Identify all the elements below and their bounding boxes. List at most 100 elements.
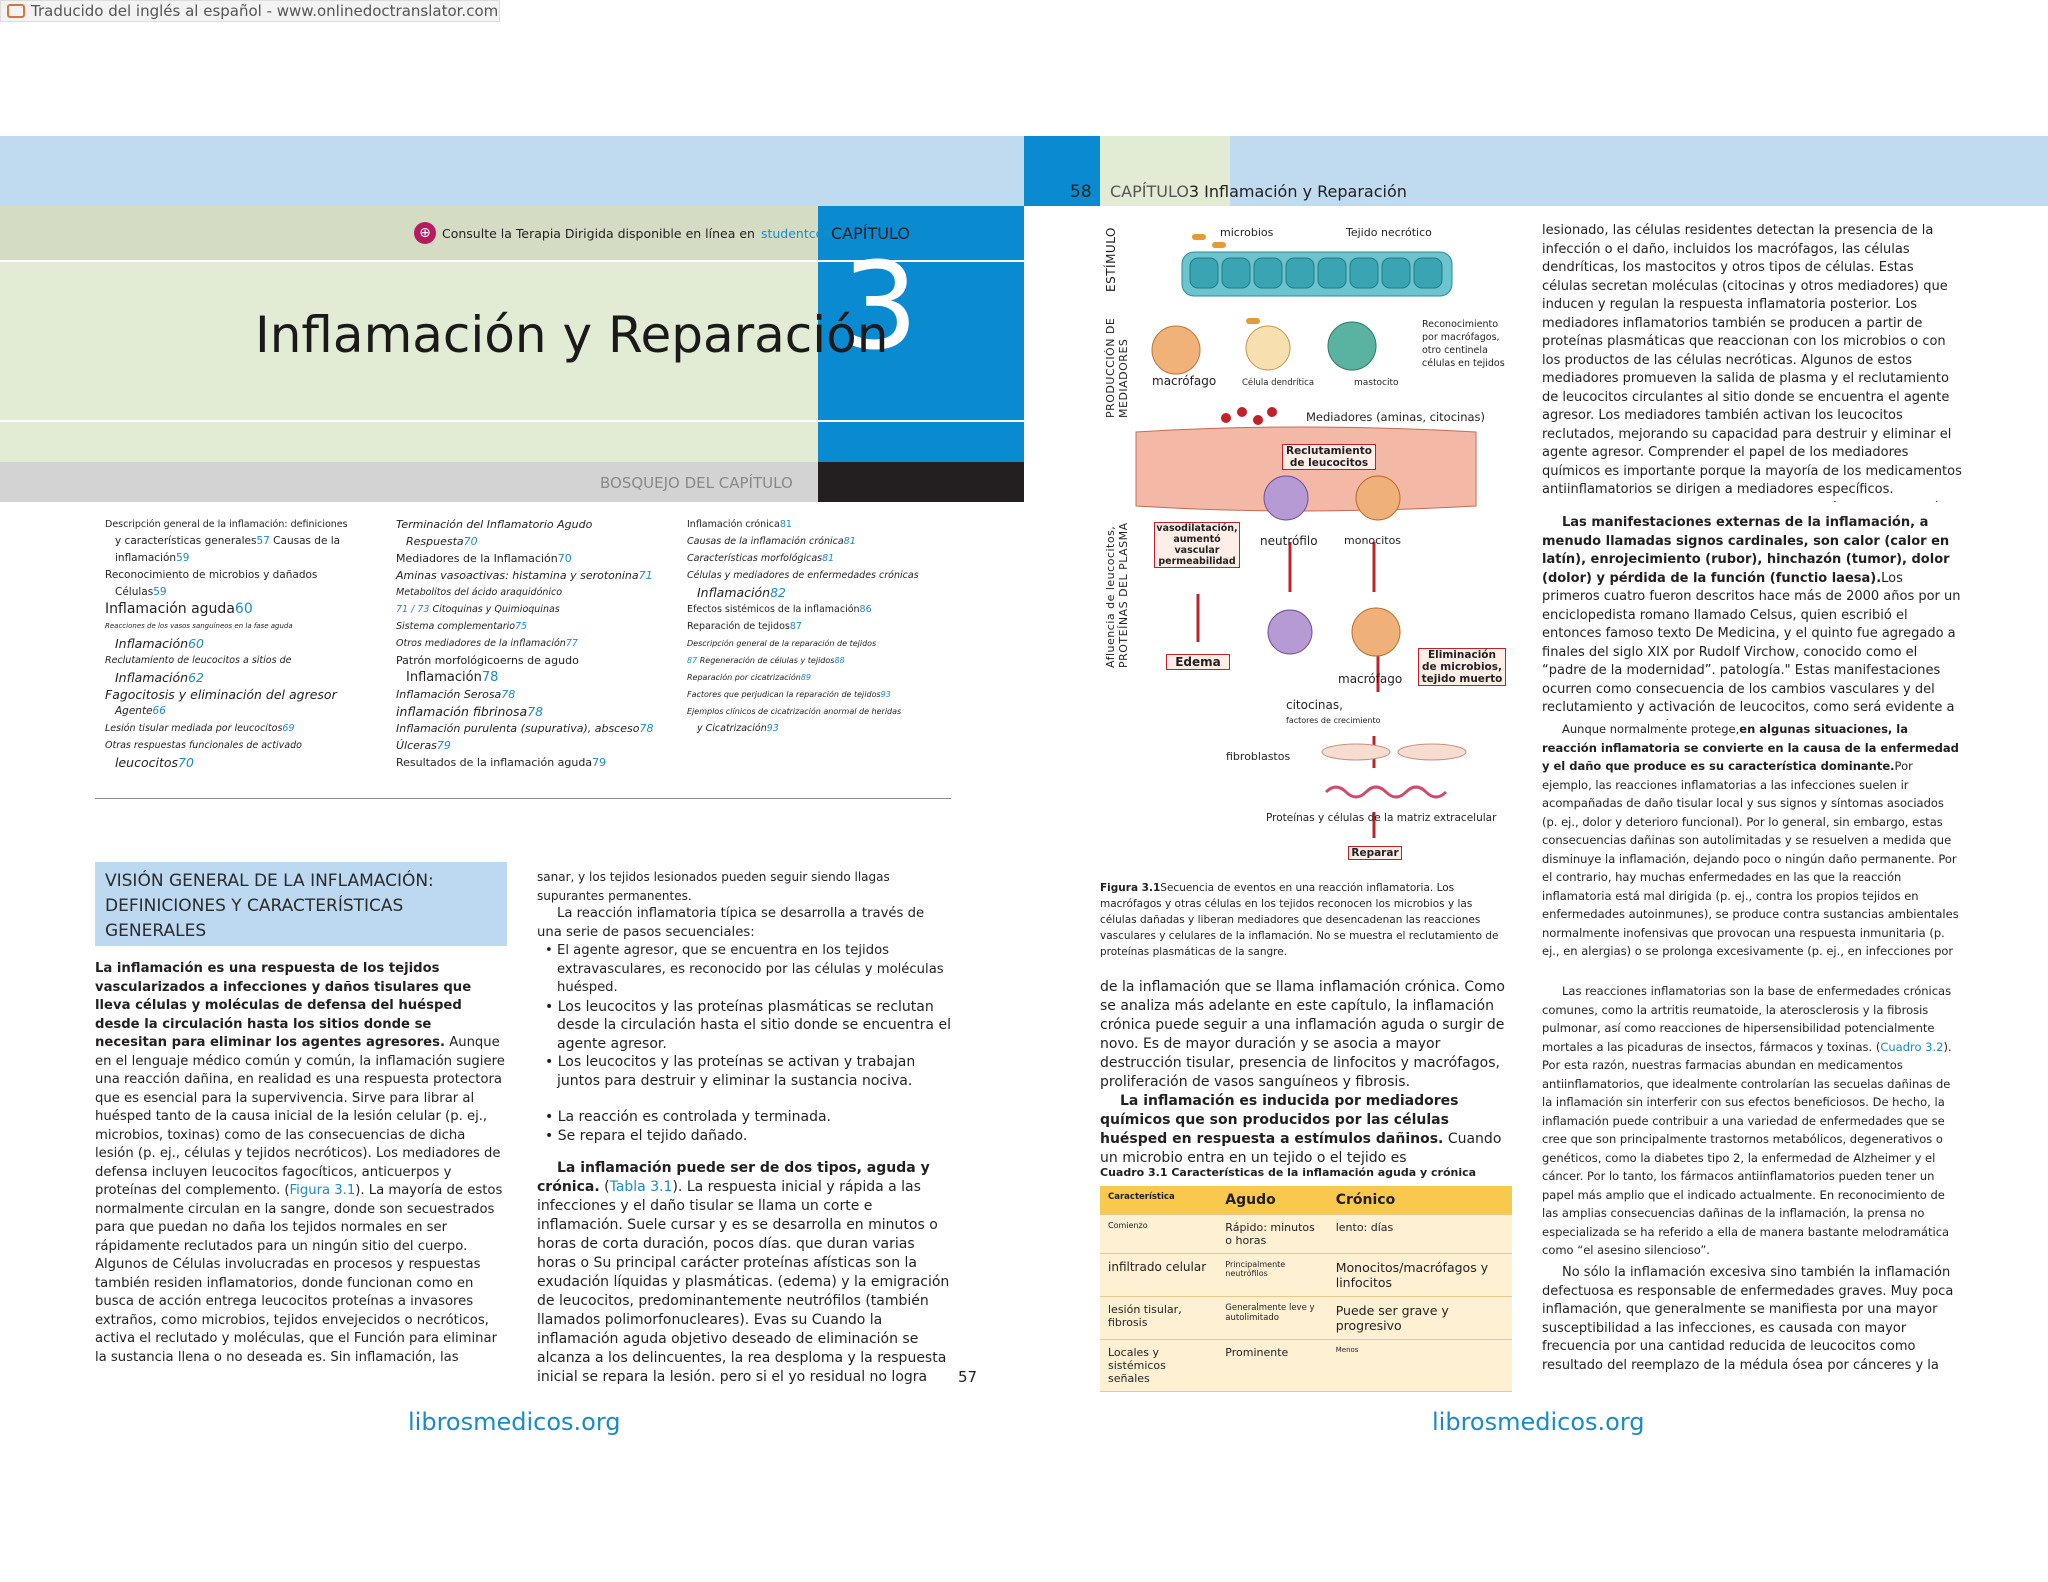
label-citocinas: citocinas,: [1286, 698, 1343, 712]
outline-item[interactable]: Mediadores de la Inflamación70: [396, 552, 572, 565]
outline-item[interactable]: Reconocimiento de microbios y dañados: [105, 569, 318, 581]
paragraph: Las reacciones inflamatorias son la base…: [1542, 984, 1952, 1257]
mid-body: sanar, y los tejidos lesionados pueden s…: [537, 868, 953, 1387]
label-factores: factores de crecimiento: [1286, 716, 1381, 725]
outline-item[interactable]: Características morfológicas81: [687, 553, 835, 564]
outline-item[interactable]: Células59: [115, 586, 167, 598]
chapter-number: 3: [842, 238, 919, 377]
body-text: ). La mayoría de estos normalmente circu…: [95, 1183, 503, 1364]
label-macrofago: macrófago: [1152, 374, 1217, 388]
cell: Principalmente neutrófilos: [1217, 1253, 1328, 1297]
bullet-item: • Los leucocitos y las proteínas plasmát…: [545, 998, 951, 1052]
outline-item[interactable]: 71 / 73 Citoquinas y Quimioquinas: [396, 604, 560, 615]
right-page-number: 58: [1070, 182, 1092, 202]
outline-item[interactable]: Inflamación60: [115, 636, 205, 651]
outline-item[interactable]: Ejemplos clínicos de cicatrización anorm…: [687, 707, 902, 716]
outline-item[interactable]: y características generales57 Causas de …: [115, 535, 341, 564]
outline-item[interactable]: Fagocitosis y eliminación del agresor: [105, 687, 337, 702]
label-edema: Edema: [1166, 654, 1230, 670]
outline-item[interactable]: y Cicatrización93: [697, 723, 779, 734]
outline-item[interactable]: Otros mediadores de la inflamación77: [396, 638, 578, 649]
outline-item[interactable]: Factores que perjudican la reparación de…: [687, 690, 891, 699]
th: Crónico: [1327, 1186, 1512, 1215]
outline-item[interactable]: Respuesta70: [406, 535, 478, 548]
fibroblast-shape: [1321, 743, 1391, 761]
table-title: Cuadro 3.1 Características de la inflama…: [1100, 1166, 1477, 1179]
outline-col-1: Descripción general de la inflamación: d…: [105, 516, 385, 771]
outline-item[interactable]: Sistema complementario75: [396, 621, 528, 632]
th: Agudo: [1217, 1186, 1328, 1215]
translate-icon: [7, 4, 25, 18]
divider: [818, 420, 1024, 422]
footer-link[interactable]: librosmedicos.org: [1432, 1408, 1645, 1436]
outline-item[interactable]: Reacciones de los vasos sanguíneos en la…: [105, 622, 293, 630]
outline-item[interactable]: Reparación de tejidos87: [687, 621, 802, 632]
bullet-item: • La reacción es controlada y terminada.: [545, 1109, 831, 1125]
label-tejido-necrotico: Tejido necrótico: [1346, 226, 1432, 239]
outline-item[interactable]: Inflamación aguda60: [105, 601, 253, 617]
outline-item[interactable]: Efectos sistémicos de la inflamación86: [687, 604, 872, 615]
consult-line: ⊕ Consulte la Terapia Dirigida disponibl…: [414, 222, 861, 244]
label-monocitos: monocitos: [1344, 534, 1402, 547]
outline-item[interactable]: 87 Regeneración de células y tejidos88: [687, 656, 845, 665]
bullet-item: • Los leucocitos y las proteínas se acti…: [545, 1054, 916, 1089]
left-body: La inflamación es una respuesta de los t…: [95, 960, 507, 1364]
outline-item[interactable]: Inflamación78: [406, 670, 499, 685]
table-link[interactable]: Tabla 3.1: [609, 1179, 673, 1195]
outline-item[interactable]: Lesión tisular mediada por leucocitos69: [105, 723, 295, 734]
side-label: PRODUCCIÓN DE MEDIADORES: [1104, 317, 1130, 418]
page-number-box: [1024, 136, 1100, 206]
label-eliminacion: Eliminación de microbios, tejido muerto: [1418, 648, 1506, 686]
caption-label: Figura 3.1: [1100, 882, 1161, 894]
paragraph: La reacción inflamatoria típica se desar…: [537, 906, 925, 940]
caption-text: Secuencia de eventos en una reacción inf…: [1100, 882, 1499, 958]
outline-item[interactable]: Causas de la inflamación crónica81: [687, 536, 856, 547]
outline-item[interactable]: Inflamación82: [697, 585, 787, 600]
macrophage-shape: [1151, 325, 1201, 375]
outline-item[interactable]: Terminación del Inflamatorio Agudo: [396, 518, 593, 531]
page-number: 57: [958, 1368, 978, 1386]
outline-item[interactable]: Resultados de la inflamación aguda79: [396, 756, 607, 769]
outline-item[interactable]: Descripción general de la reparación de …: [687, 639, 877, 648]
consult-link[interactable]: studentconsult.com: [760, 225, 861, 241]
outline-item[interactable]: Úlceras79: [396, 739, 451, 752]
paragraph: sanar, y los tejidos lesionados pueden s…: [537, 870, 890, 903]
outline-item[interactable]: Reparación por cicatrización89: [687, 673, 812, 682]
outline-item[interactable]: leucocitos70: [115, 755, 194, 770]
outline-item[interactable]: Aminas vasoactivas: histamina y serotoni…: [396, 569, 653, 582]
outline-item[interactable]: Inflamación62: [115, 670, 205, 685]
table-link[interactable]: Cuadro 3.2: [1880, 1039, 1944, 1054]
label-mediadores: Mediadores (aminas, citocinas): [1306, 410, 1486, 424]
footer-link[interactable]: librosmedicos.org: [408, 1408, 621, 1436]
outline-item[interactable]: Inflamación Serosa78: [396, 688, 516, 701]
outline-item[interactable]: inflamación fibrinosa78: [396, 704, 544, 719]
cuadro-3-1: Característica Agudo Crónico Comienzo Rá…: [1100, 1186, 1512, 1392]
body-bold: La inflamación es una respuesta de los t…: [95, 961, 472, 1050]
paragraph: de la inflamación que se llama inflamaci…: [1100, 979, 1505, 1090]
outline-item[interactable]: Inflamación crónica81: [687, 519, 792, 530]
outline-item[interactable]: Patrón morfológicoerns de agudo: [396, 654, 579, 667]
cell: Comienzo: [1100, 1214, 1218, 1254]
figure-link[interactable]: Figura 3.1: [289, 1183, 356, 1198]
outline-item[interactable]: Inflamación purulenta (supurativa), absc…: [396, 722, 654, 735]
table-header: Característica Agudo Crónico: [1100, 1186, 1512, 1215]
outline-item[interactable]: Metabolitos del ácido araquidónico: [396, 587, 563, 598]
outline-item[interactable]: Agente66: [115, 705, 166, 717]
cell: Menos: [1327, 1339, 1512, 1392]
outline-item[interactable]: Otras respuestas funcionales de activado: [105, 740, 302, 751]
outline-item[interactable]: Células y mediadores de enfermedades cró…: [687, 570, 919, 581]
paragraph: La inflamación es inducida por mediadore…: [1100, 1093, 1502, 1166]
chapter-block-dark: [818, 462, 1024, 502]
translator-banner[interactable]: Traducido del inglés al español - www.on…: [0, 0, 500, 22]
cell: Monocitos/macrófagos y linfocitos: [1327, 1253, 1512, 1297]
consult-band: [0, 206, 818, 262]
label-reparar: Reparar: [1348, 846, 1402, 860]
mast-cell-shape: [1327, 321, 1377, 371]
cell: infiltrado celular: [1100, 1253, 1218, 1297]
bullet-item: • Se repara el tejido dañado.: [545, 1127, 748, 1144]
outline-item[interactable]: Reclutamiento de leucocitos a sitios de: [105, 655, 292, 666]
paragraph: Aunque normalmente protege,en algunas si…: [1542, 722, 1959, 964]
outline-item[interactable]: Descripción general de la inflamación: d…: [105, 519, 348, 530]
figure-caption: Figura 3.1Secuencia de eventos en una re…: [1100, 880, 1506, 960]
matrix-shape: [1324, 785, 1448, 799]
